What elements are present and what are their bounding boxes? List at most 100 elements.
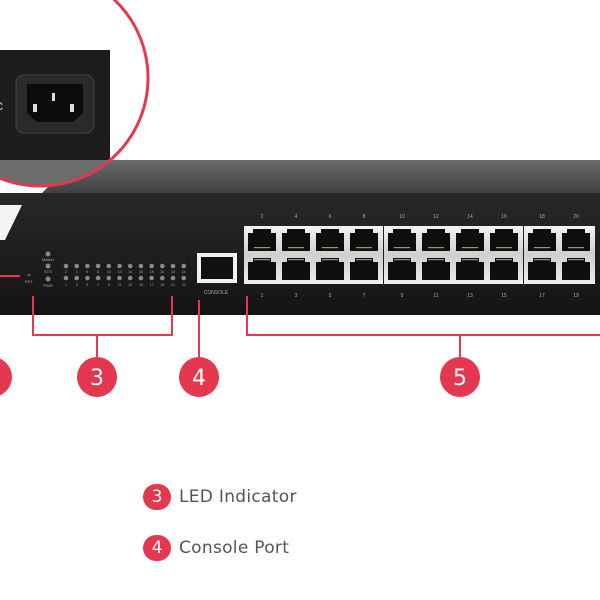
port-led	[63, 275, 69, 281]
legend-item-console: 4 Console Port	[143, 535, 289, 561]
legend-badge: 4	[143, 535, 171, 561]
inset-partial-label: c	[0, 97, 3, 113]
led-number-top: 18	[150, 270, 154, 274]
led-number-top: 2	[65, 270, 67, 274]
port-number-bottom: 7	[363, 293, 366, 299]
callout-badge-4	[179, 357, 219, 397]
port-number-bottom: 17	[539, 293, 545, 299]
port-contacts	[288, 247, 304, 249]
port-contacts	[428, 247, 444, 249]
port-number-bottom: 1	[261, 293, 264, 299]
port-number-top: 8	[363, 214, 366, 220]
ethernet-port-7[interactable]	[350, 258, 378, 280]
port-number-top: 2	[261, 214, 264, 220]
ethernet-port-6[interactable]	[316, 229, 344, 251]
port-number-bottom: 9	[401, 293, 404, 299]
ethernet-port-1[interactable]	[248, 258, 276, 280]
led-number-top: 10	[107, 270, 111, 274]
ethernet-port-11[interactable]	[422, 258, 450, 280]
port-contacts	[254, 247, 270, 249]
port-number-top: 4	[295, 214, 298, 220]
port-contacts	[356, 247, 372, 249]
port-led	[170, 275, 176, 281]
led-label-sts: STS	[44, 269, 52, 274]
port-led	[63, 263, 69, 269]
port-number-top: 16	[501, 214, 507, 220]
port-led	[74, 275, 79, 281]
ethernet-port-19[interactable]	[562, 258, 590, 280]
ethernet-port-18[interactable]	[528, 229, 556, 251]
port-led	[106, 263, 112, 269]
led-number-bottom: 3	[76, 283, 78, 287]
ethernet-port-15[interactable]	[490, 258, 518, 280]
port-contacts	[394, 259, 410, 261]
port-contacts	[428, 259, 444, 261]
ethernet-port-16[interactable]	[490, 229, 518, 251]
console-port-socket	[201, 257, 233, 279]
port-contacts	[534, 247, 550, 249]
console-port: CONSOLE	[197, 253, 237, 296]
ethernet-port-17[interactable]	[528, 258, 556, 280]
port-led	[106, 275, 112, 281]
port-led	[160, 275, 165, 281]
led-number-top: 22	[171, 270, 175, 274]
led-number-bottom: 15	[139, 283, 143, 287]
led-number-bottom: 19	[160, 283, 164, 287]
port-led	[170, 263, 176, 269]
ethernet-port-5[interactable]	[316, 258, 344, 280]
port-led	[74, 263, 79, 269]
ethernet-port-3[interactable]	[282, 258, 310, 280]
port-contacts	[496, 259, 512, 261]
led-number-top: 6	[86, 270, 88, 274]
port-number-top: 14	[467, 214, 473, 220]
port-number-top: 18	[539, 214, 545, 220]
ethernet-port-9[interactable]	[388, 258, 416, 280]
led-number-bottom: 7	[97, 283, 99, 287]
led-label-rst: RST	[25, 279, 34, 284]
port-led	[127, 275, 133, 281]
ethernet-port-12[interactable]	[422, 229, 450, 251]
reset-button[interactable]	[27, 273, 31, 277]
ethernet-port-4[interactable]	[282, 229, 310, 251]
ethernet-port-13[interactable]	[456, 258, 484, 280]
callout-number: 4	[192, 366, 206, 391]
switch-top-surface	[40, 160, 600, 195]
port-number-bottom: 5	[329, 293, 332, 299]
legend-label: LED Indicator	[179, 487, 297, 507]
ethernet-port-14[interactable]	[456, 229, 484, 251]
led-number-top: 4	[76, 270, 78, 274]
brand-stripe	[0, 205, 22, 240]
ethernet-port-20[interactable]	[562, 229, 590, 251]
port-number-bottom: 19	[573, 293, 579, 299]
led-label-master: Master	[42, 257, 55, 262]
callout-number: 3	[90, 366, 104, 391]
port-led	[85, 263, 90, 269]
port-contacts	[322, 259, 338, 261]
callout-badge-3	[77, 357, 117, 397]
port-led	[117, 263, 122, 269]
ethernet-port-2[interactable]	[248, 229, 276, 251]
led-number-bottom: 17	[150, 283, 154, 287]
led-pwr	[45, 276, 51, 282]
port-led	[85, 275, 90, 281]
port-number-bottom: 13	[467, 293, 473, 299]
led-number-bottom: 13	[128, 283, 132, 287]
legend-label: Console Port	[179, 538, 290, 558]
led-number-bottom: 9	[108, 283, 110, 287]
led-sts	[45, 263, 51, 269]
ethernet-port-10[interactable]	[388, 229, 416, 251]
port-led	[160, 263, 165, 269]
led-number-top: 20	[160, 270, 164, 274]
port-number-top: 6	[329, 214, 332, 220]
led-number-bottom: 23	[182, 283, 186, 287]
led-master	[45, 251, 51, 257]
port-contacts	[568, 259, 584, 261]
port-led	[95, 263, 101, 269]
port-contacts	[462, 247, 478, 249]
ethernet-port-8[interactable]	[350, 229, 378, 251]
port-number-bottom: 15	[501, 293, 507, 299]
port-led	[127, 263, 133, 269]
port-contacts	[534, 259, 550, 261]
